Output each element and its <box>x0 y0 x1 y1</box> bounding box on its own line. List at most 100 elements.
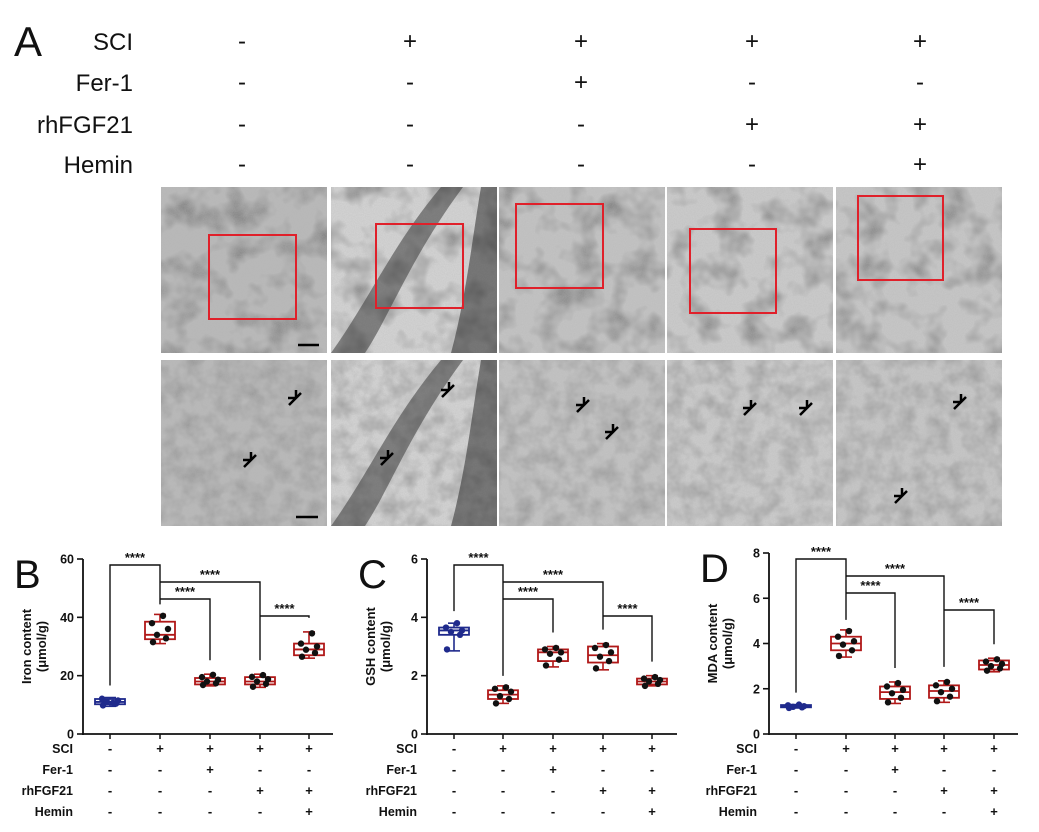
bracket-line <box>453 564 504 676</box>
table-sign: - <box>942 804 946 819</box>
data-point <box>153 631 161 639</box>
table-row-label-rhfgf21: rhFGF21 <box>22 784 73 798</box>
significance-label: **** <box>811 544 832 559</box>
y-tick-label: 6 <box>753 592 760 606</box>
table-sign: - <box>208 804 212 819</box>
bracket-line <box>944 609 995 645</box>
data-point <box>308 630 316 637</box>
table-sign: + <box>156 741 164 756</box>
y-axis-label-line: MDA content <box>705 603 720 683</box>
bracket-line <box>260 615 310 618</box>
y-tick-label: 60 <box>60 553 74 567</box>
data-point <box>458 627 466 634</box>
table-sign: + <box>990 741 998 756</box>
data-point <box>546 650 554 657</box>
table-sign: + <box>940 741 948 756</box>
table-sign: + <box>499 741 507 756</box>
arrow-icon <box>288 390 302 406</box>
box-group-2 <box>194 671 226 689</box>
significance-bracket: **** <box>846 578 896 668</box>
table-sign: - <box>108 741 112 756</box>
table-sign: - <box>794 783 798 798</box>
bracket-line <box>795 558 847 693</box>
y-tick-label: 0 <box>753 728 760 742</box>
data-point <box>800 702 808 710</box>
y-tick-label: 20 <box>60 669 74 683</box>
em-image-grain <box>161 360 327 526</box>
table-row-label-fer-1: Fer-1 <box>386 763 417 777</box>
y-tick-label: 4 <box>411 611 418 625</box>
arrow-icon <box>605 424 619 440</box>
em-image-overview <box>667 187 833 353</box>
myelin-sheath-shape <box>451 360 497 526</box>
table-sign: - <box>551 804 555 819</box>
data-point <box>443 646 451 653</box>
y-axis-label: MDA content(μmol/g) <box>705 603 735 683</box>
data-point <box>602 641 610 649</box>
table-sign: - <box>208 783 212 798</box>
data-point <box>591 644 599 652</box>
data-point <box>845 627 853 635</box>
em-image-overview <box>499 187 665 353</box>
table-sign: - <box>601 804 605 819</box>
significance-label: **** <box>959 595 980 610</box>
treatment-sign: - <box>406 151 414 178</box>
data-point <box>507 688 515 695</box>
table-sign: - <box>844 783 848 798</box>
table-sign: + <box>599 783 607 798</box>
significance-label: **** <box>885 561 906 576</box>
table-sign: + <box>256 741 264 756</box>
y-axis-label-line: (μmol/g) <box>720 618 735 669</box>
data-point <box>313 643 321 650</box>
data-point <box>496 692 504 700</box>
data-point <box>159 612 167 620</box>
treatment-sign: - <box>748 69 756 96</box>
data-point <box>491 685 499 692</box>
data-point <box>259 671 267 679</box>
data-point <box>248 673 256 681</box>
data-point <box>943 678 951 686</box>
y-axis-label-line: Iron content <box>19 608 34 684</box>
bracket-line <box>503 598 554 633</box>
bracket-line <box>503 581 604 630</box>
table-sign: + <box>599 741 607 756</box>
data-point <box>987 662 995 670</box>
table-sign: - <box>452 804 456 819</box>
myelin-sheath-shape <box>331 360 463 526</box>
treatment-sign: + <box>745 111 759 138</box>
panel-a-treatment-signs: ----+---++--+-+-+-++ <box>238 28 927 178</box>
y-tick-label: 4 <box>753 637 760 651</box>
table-sign: - <box>551 783 555 798</box>
box-group-0 <box>780 701 812 712</box>
data-point <box>897 694 905 701</box>
significance-bracket: **** <box>109 550 161 686</box>
significance-bracket: **** <box>795 544 847 693</box>
table-row-label-sci: SCI <box>396 742 417 756</box>
data-point <box>795 701 803 708</box>
y-tick-label: 0 <box>67 728 74 742</box>
significance-bracket: **** <box>160 584 211 661</box>
em-image-zoom <box>161 360 327 526</box>
data-point <box>109 699 117 706</box>
arrow-icon <box>380 450 394 466</box>
data-point <box>948 685 956 692</box>
table-row-label-fer-1: Fer-1 <box>726 763 757 777</box>
data-point <box>784 702 792 709</box>
treatment-sign: - <box>406 69 414 96</box>
data-point <box>605 657 613 665</box>
y-tick-label: 2 <box>411 669 418 683</box>
box-group-2 <box>537 644 569 669</box>
data-point <box>505 695 513 703</box>
panel-letter-b: B <box>14 553 41 597</box>
arrow-icon <box>743 400 757 416</box>
treatment-sign: - <box>238 28 246 55</box>
table-sign: + <box>206 762 214 777</box>
data-point <box>592 665 600 672</box>
data-point <box>789 703 797 711</box>
table-sign: - <box>893 804 897 819</box>
data-point <box>162 635 170 642</box>
box-group-0 <box>94 695 126 709</box>
data-point <box>937 688 945 696</box>
em-image-grid <box>161 187 1002 526</box>
treatment-sign: - <box>916 69 924 96</box>
